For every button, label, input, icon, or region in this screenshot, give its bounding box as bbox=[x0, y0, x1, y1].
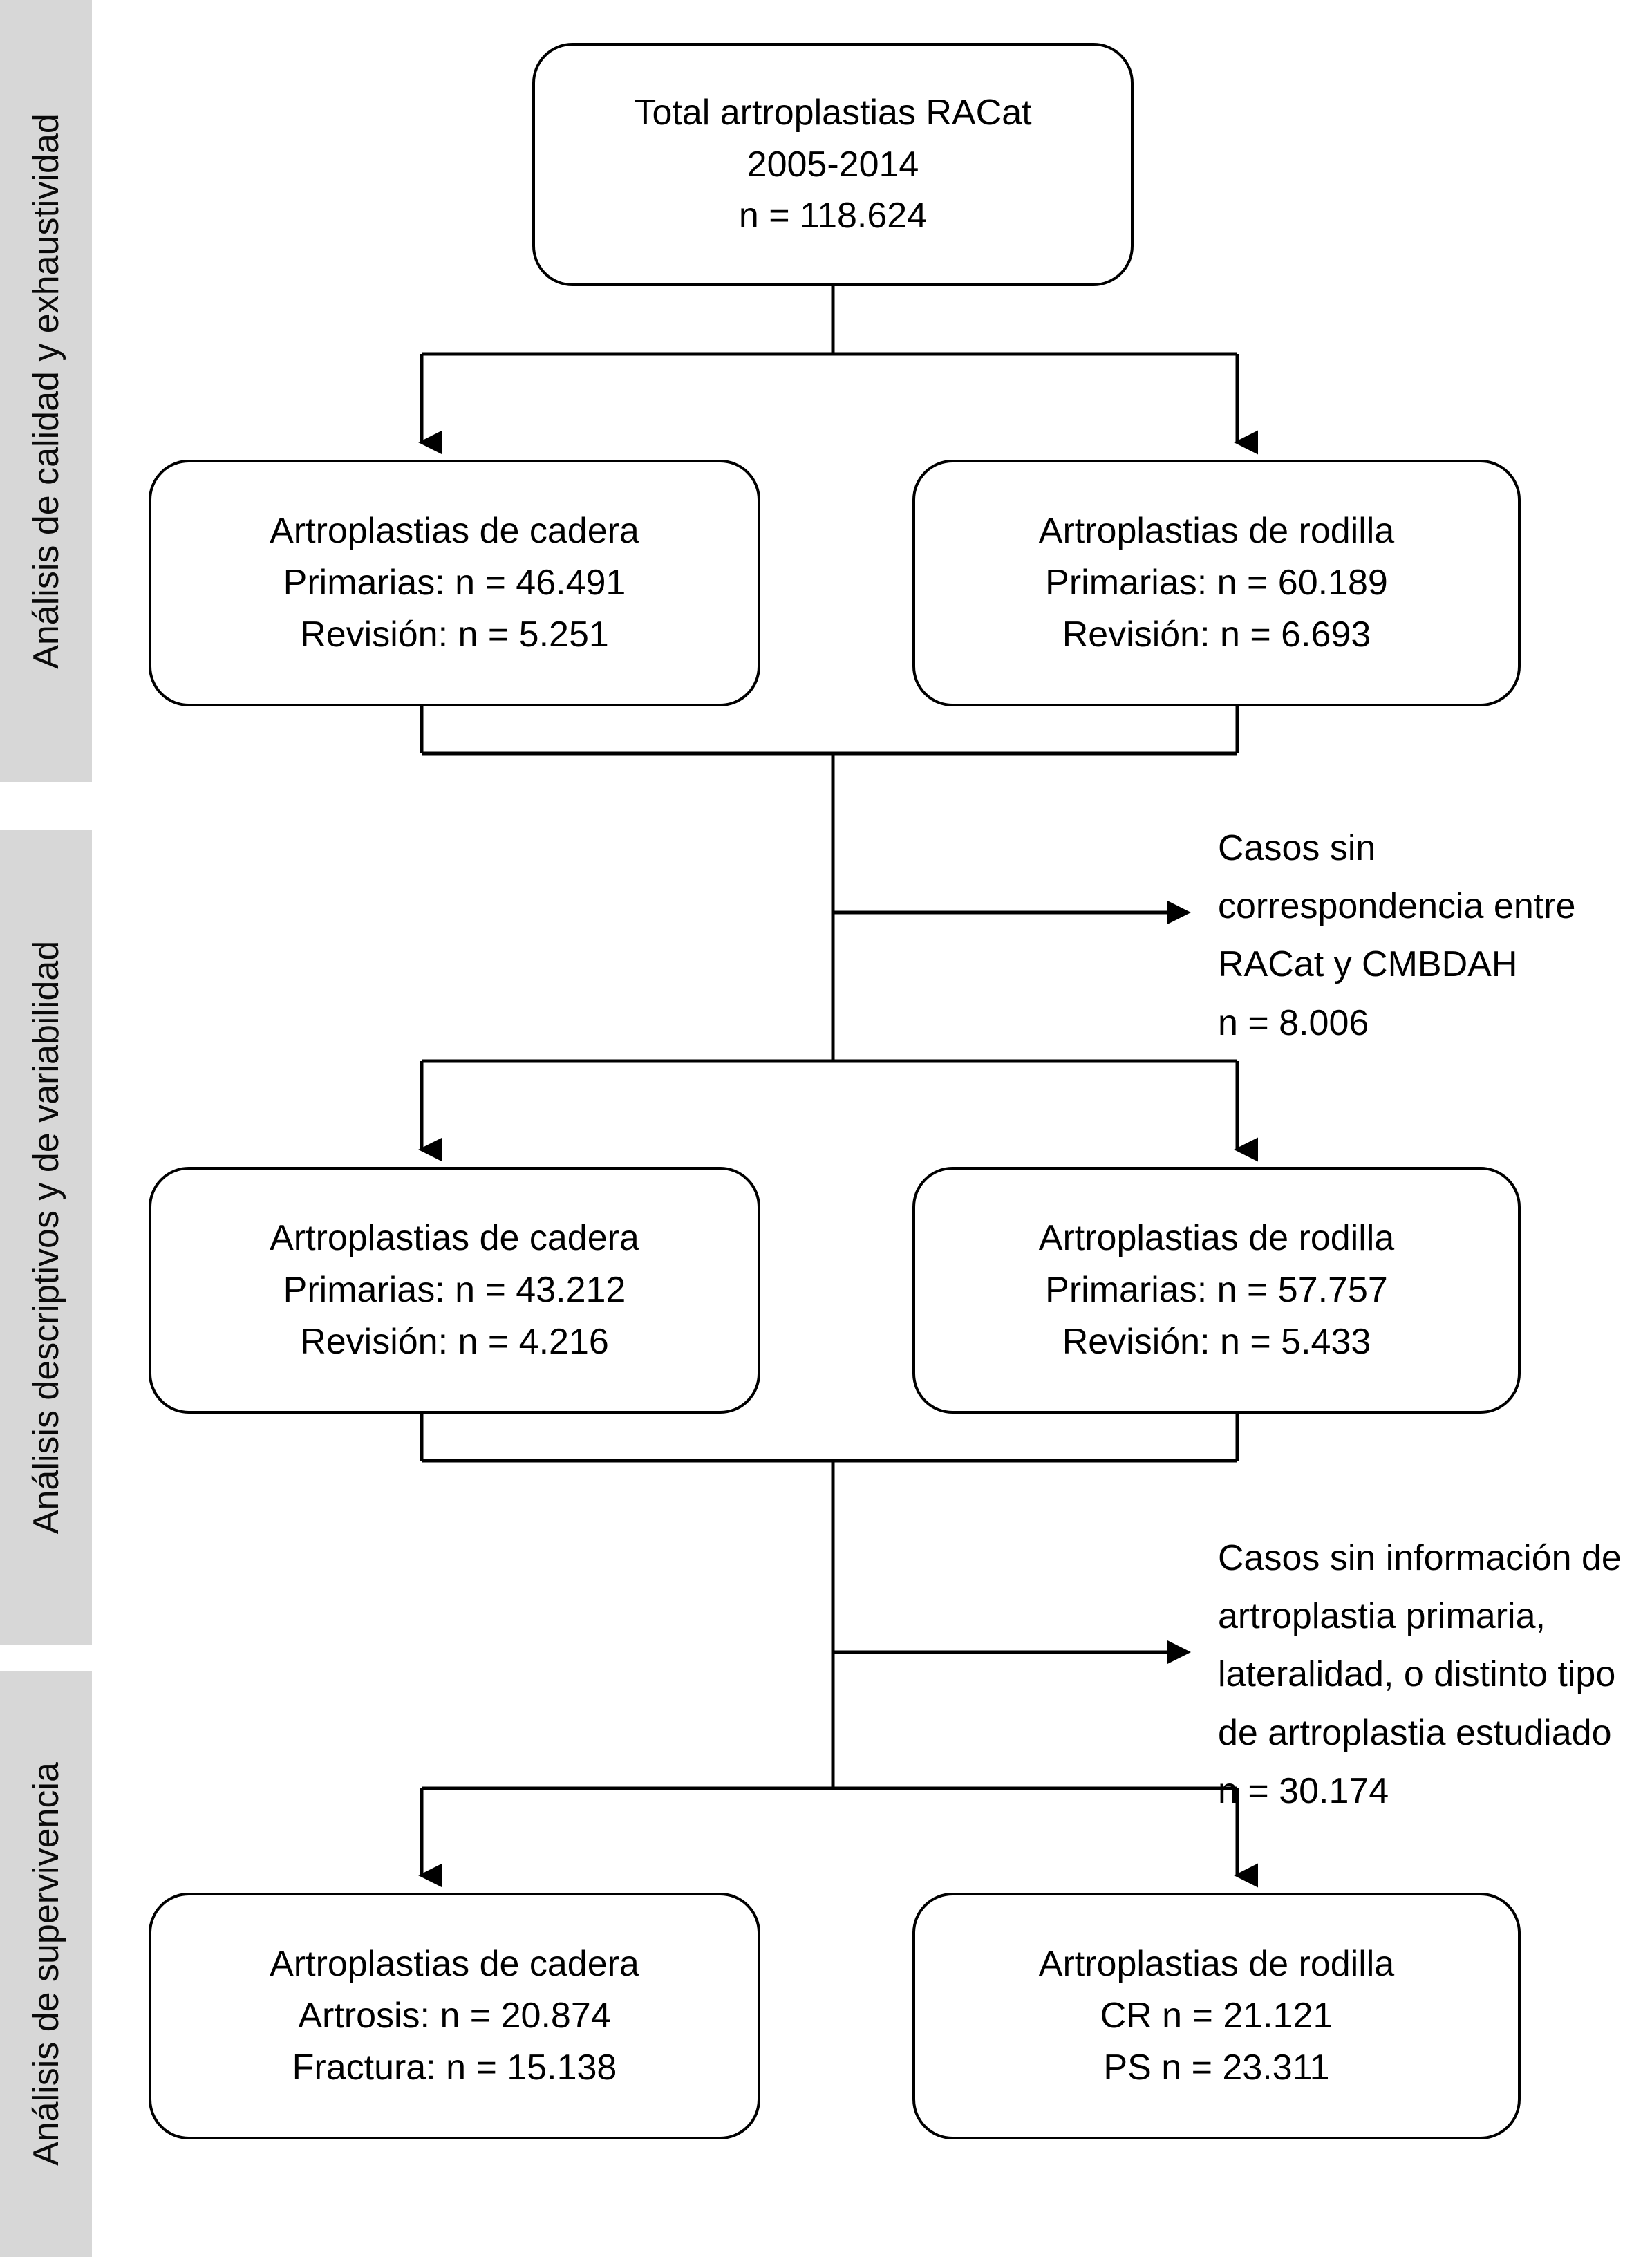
node-hip-quality[interactable]: Artroplastias de cadera Primarias: n = 4… bbox=[149, 460, 760, 706]
node-knee-descriptive-line-1: Artroplastias de rodilla bbox=[1038, 1218, 1395, 1259]
exclusion-1-line-3: RACat y CMBDAH bbox=[1218, 944, 1518, 985]
stage-bar-quality: Análisis de calidad y exhaustividad bbox=[0, 0, 92, 782]
node-knee-survival[interactable]: Artroplastias de rodilla CR n = 21.121 P… bbox=[912, 1893, 1521, 2139]
node-knee-quality-line-2: Primarias: n = 60.189 bbox=[1045, 563, 1388, 603]
node-hip-quality-line-1: Artroplastias de cadera bbox=[270, 511, 639, 552]
exclusion-2-line-5: n = 30.174 bbox=[1218, 1770, 1389, 1811]
node-knee-quality-line-1: Artroplastias de rodilla bbox=[1038, 511, 1395, 552]
node-knee-descriptive-line-3: Revisión: n = 5.433 bbox=[1062, 1321, 1371, 1362]
node-total-arthroplasties[interactable]: Total artroplastias RACat 2005-2014 n = … bbox=[532, 43, 1134, 286]
node-knee-descriptive-line-2: Primarias: n = 57.757 bbox=[1045, 1270, 1388, 1311]
stage-bar-descriptive: Análisis descriptivos y de variabilidad bbox=[0, 830, 92, 1645]
exclusion-note-1: Casos sin correspondencia entre RACat y … bbox=[1218, 819, 1646, 1052]
exclusion-2-line-3: lateralidad, o distinto tipo bbox=[1218, 1654, 1616, 1695]
node-total-line-1: Total artroplastias RACat bbox=[634, 92, 1032, 133]
exclusion-2-line-4: de artroplastia estudiado bbox=[1218, 1712, 1612, 1753]
node-hip-descriptive-line-2: Primarias: n = 43.212 bbox=[283, 1270, 626, 1311]
node-knee-survival-line-2: CR n = 21.121 bbox=[1100, 1996, 1333, 2036]
node-hip-survival[interactable]: Artroplastias de cadera Artrosis: n = 20… bbox=[149, 1893, 760, 2139]
node-hip-survival-line-1: Artroplastias de cadera bbox=[270, 1944, 639, 1985]
node-hip-survival-line-3: Fractura: n = 15.138 bbox=[292, 2047, 617, 2088]
stage-bar-survival: Análisis de supervivencia bbox=[0, 1671, 92, 2257]
node-knee-quality-line-3: Revisión: n = 6.693 bbox=[1062, 614, 1371, 655]
node-knee-quality[interactable]: Artroplastias de rodilla Primarias: n = … bbox=[912, 460, 1521, 706]
exclusion-1-line-4: n = 8.006 bbox=[1218, 1002, 1369, 1043]
node-hip-descriptive[interactable]: Artroplastias de cadera Primarias: n = 4… bbox=[149, 1167, 760, 1414]
node-hip-descriptive-line-1: Artroplastias de cadera bbox=[270, 1218, 639, 1259]
exclusion-1-line-1: Casos sin bbox=[1218, 828, 1376, 868]
stage-label-quality: Análisis de calidad y exhaustividad bbox=[26, 113, 66, 669]
stage-label-descriptive: Análisis descriptivos y de variabilidad bbox=[26, 940, 66, 1535]
stage-label-survival: Análisis de supervivencia bbox=[26, 1762, 66, 2166]
node-hip-descriptive-line-3: Revisión: n = 4.216 bbox=[300, 1321, 609, 1362]
node-knee-survival-line-1: Artroplastias de rodilla bbox=[1038, 1944, 1395, 1985]
node-hip-survival-line-2: Artrosis: n = 20.874 bbox=[298, 1996, 611, 2036]
exclusion-1-line-2: correspondencia entre bbox=[1218, 886, 1576, 927]
exclusion-2-line-1: Casos sin información de bbox=[1218, 1538, 1622, 1578]
exclusion-2-line-2: artroplastia primaria, bbox=[1218, 1596, 1546, 1637]
node-total-line-3: n = 118.624 bbox=[738, 196, 928, 236]
node-total-line-2: 2005-2014 bbox=[747, 144, 919, 185]
node-knee-survival-line-3: PS n = 23.311 bbox=[1103, 2047, 1330, 2088]
exclusion-note-2: Casos sin información de artroplastia pr… bbox=[1218, 1529, 1652, 1820]
node-hip-quality-line-2: Primarias: n = 46.491 bbox=[283, 563, 626, 603]
node-hip-quality-line-3: Revisión: n = 5.251 bbox=[300, 614, 609, 655]
node-knee-descriptive[interactable]: Artroplastias de rodilla Primarias: n = … bbox=[912, 1167, 1521, 1414]
